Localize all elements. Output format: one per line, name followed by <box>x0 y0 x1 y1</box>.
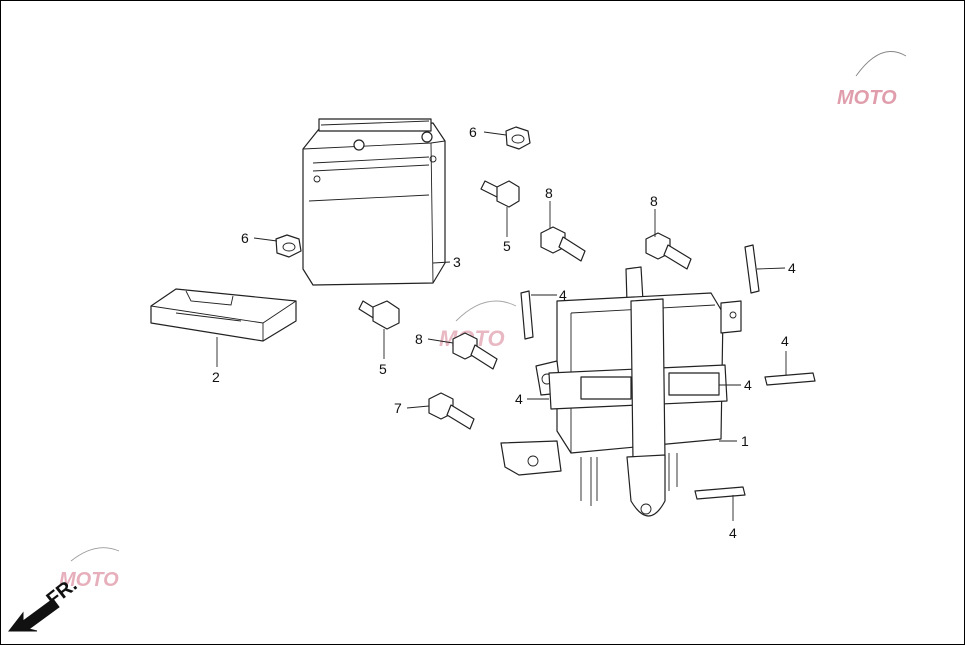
label-4-a: 4 <box>559 287 567 303</box>
nut-6-left <box>275 234 302 258</box>
pad-4-b <box>744 244 760 294</box>
battery-tray <box>150 288 297 342</box>
bolt-5-left <box>358 300 400 330</box>
label-3: 3 <box>453 254 461 270</box>
bolt-5-top <box>480 180 520 208</box>
label-6-top: 6 <box>469 124 477 140</box>
bolt-8-a <box>540 226 586 262</box>
bolt-8-b <box>645 232 692 270</box>
battery-case <box>500 266 742 517</box>
label-1: 1 <box>741 433 749 449</box>
label-4-d: 4 <box>744 377 752 393</box>
label-4-c: 4 <box>781 333 789 349</box>
label-4-b: 4 <box>788 260 796 276</box>
front-direction-arrow: FR. <box>7 574 81 632</box>
label-6-left: 6 <box>241 230 249 246</box>
label-8-c: 8 <box>415 331 423 347</box>
watermark-logo-top: MOTO <box>837 51 907 109</box>
svg-text:MOTO: MOTO <box>59 569 119 591</box>
label-5-left: 5 <box>379 361 387 377</box>
battery <box>302 118 446 286</box>
bolt-7 <box>428 392 475 430</box>
nut-6-top <box>505 126 531 150</box>
label-5-top: 5 <box>503 238 511 254</box>
pad-4-a <box>520 290 534 340</box>
callout-labels: 6 6 3 2 5 5 8 8 8 7 4 4 4 4 4 4 1 <box>212 124 796 541</box>
label-4-f: 4 <box>729 525 737 541</box>
label-8-a: 8 <box>545 185 553 201</box>
label-8-b: 8 <box>650 193 658 209</box>
pad-4-c <box>764 372 816 386</box>
svg-text:MOTO: MOTO <box>837 87 897 109</box>
bolt-8-c <box>452 332 498 370</box>
watermark-logo-bottom: MOTO <box>59 547 120 591</box>
pad-4-d <box>694 486 746 500</box>
label-7: 7 <box>394 400 402 416</box>
label-4-e: 4 <box>515 391 523 407</box>
label-2: 2 <box>212 369 220 385</box>
leader-lines <box>216 131 787 521</box>
